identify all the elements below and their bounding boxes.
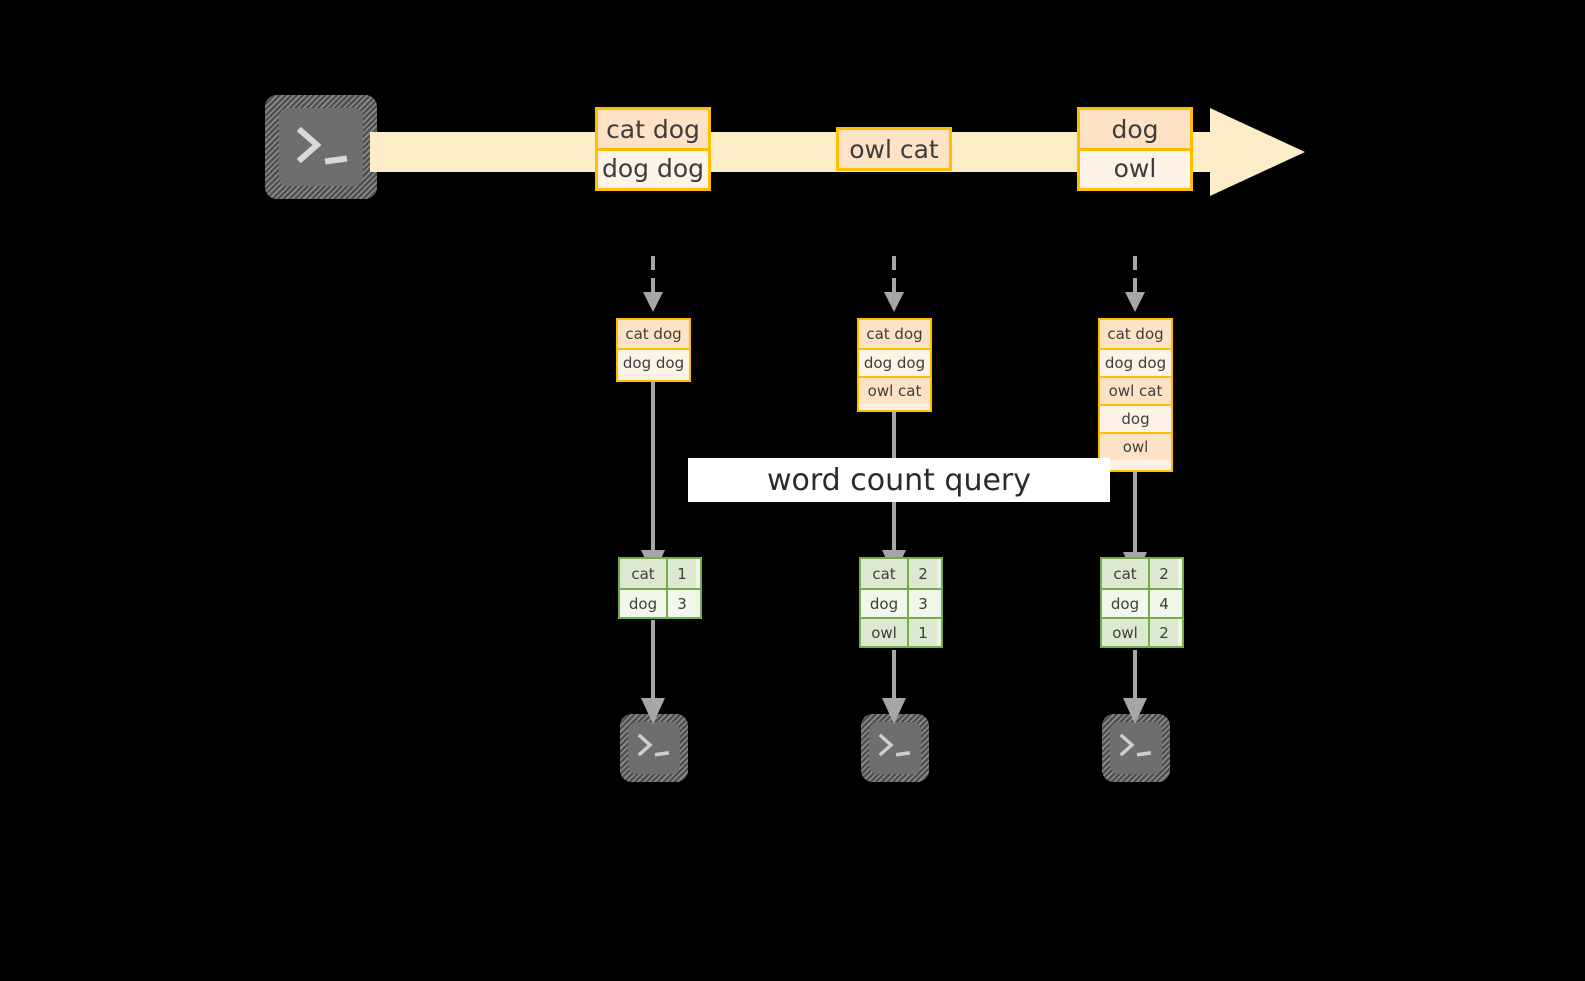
result-count: 3 <box>668 590 696 617</box>
result-row: cat 1 <box>620 559 700 588</box>
sink-terminal-icon-3 <box>1102 714 1170 782</box>
result-word: owl <box>861 619 909 646</box>
sink-terminal-icon-1 <box>620 714 688 782</box>
result-row: cat 2 <box>1102 559 1182 588</box>
result-word: owl <box>1102 619 1150 646</box>
stream-record-3: dog owl <box>1077 107 1193 191</box>
dashed-connector-3 <box>1125 256 1145 312</box>
terminal-body <box>279 108 363 186</box>
result-word: cat <box>620 559 668 588</box>
snapshot-input-line: cat dog <box>618 320 689 348</box>
terminal-prompt-icon <box>878 733 911 757</box>
snapshot-input-line: dog dog <box>859 348 930 376</box>
snapshot-input-line: owl cat <box>859 376 930 404</box>
stream-record-line: dog dog <box>598 148 708 186</box>
stream-record-line: dog <box>1080 110 1190 148</box>
result-count: 2 <box>1150 619 1178 646</box>
snapshot-2-result-table: cat 2 dog 3 owl 1 <box>859 557 943 648</box>
result-count: 4 <box>1150 590 1178 617</box>
snapshot-input-line: dog dog <box>618 348 689 376</box>
sink-connector-1 <box>641 620 665 724</box>
result-word: dog <box>620 590 668 617</box>
snapshot-input-line: owl <box>1100 432 1171 460</box>
query-banner-label: word count query <box>766 462 1032 498</box>
result-count: 2 <box>909 559 937 588</box>
terminal-prompt-icon <box>1119 733 1152 757</box>
snapshot-3-input-box: cat dog dog dog owl cat dog owl <box>1098 318 1173 472</box>
result-count: 1 <box>909 619 937 646</box>
snapshot-input-line: cat dog <box>859 320 930 348</box>
dashed-connector-2 <box>884 256 904 312</box>
result-row: owl 2 <box>1102 617 1182 646</box>
snapshot-1-input-box: cat dog dog dog <box>616 318 691 382</box>
stream-record-line: owl cat <box>839 130 949 168</box>
result-word: dog <box>1102 590 1150 617</box>
snapshot-input-line: cat dog <box>1100 320 1171 348</box>
result-count: 1 <box>668 559 696 588</box>
query-banner: word count query <box>688 458 1110 502</box>
stream-record-line: cat dog <box>598 110 708 148</box>
result-count: 3 <box>909 590 937 617</box>
result-row: dog 4 <box>1102 588 1182 617</box>
result-row: owl 1 <box>861 617 941 646</box>
terminal-body <box>628 722 680 774</box>
terminal-body <box>1110 722 1162 774</box>
stream-record-1: cat dog dog dog <box>595 107 711 191</box>
result-word: cat <box>1102 559 1150 588</box>
query-connector-1 <box>641 380 665 576</box>
result-word: cat <box>861 559 909 588</box>
terminal-prompt-icon <box>296 126 348 165</box>
snapshot-1-result-table: cat 1 dog 3 <box>618 557 702 619</box>
sink-connector-3 <box>1123 650 1147 724</box>
sink-connector-2 <box>882 650 906 724</box>
source-terminal-icon <box>265 95 377 199</box>
snapshot-input-line: dog dog <box>1100 348 1171 376</box>
snapshot-3-result-table: cat 2 dog 4 owl 2 <box>1100 557 1184 648</box>
terminal-prompt-icon <box>637 733 670 757</box>
snapshot-input-line: dog <box>1100 404 1171 432</box>
stream-record-2: owl cat <box>836 127 952 171</box>
sink-terminal-icon-2 <box>861 714 929 782</box>
stream-record-line: owl <box>1080 148 1190 186</box>
snapshot-input-line: owl cat <box>1100 376 1171 404</box>
result-count: 2 <box>1150 559 1178 588</box>
snapshot-2-input-box: cat dog dog dog owl cat <box>857 318 932 412</box>
result-word: dog <box>861 590 909 617</box>
result-row: dog 3 <box>861 588 941 617</box>
result-row: dog 3 <box>620 588 700 617</box>
result-row: cat 2 <box>861 559 941 588</box>
terminal-body <box>869 722 921 774</box>
dashed-connector-1 <box>643 256 663 312</box>
